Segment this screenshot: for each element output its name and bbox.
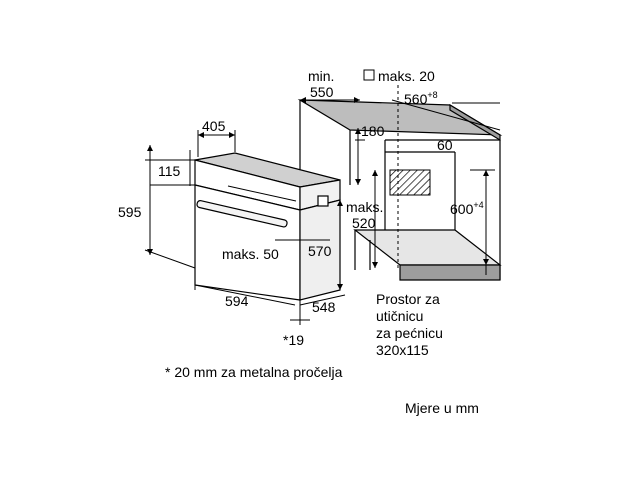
label-maks: maks.: [346, 199, 383, 215]
cabinet-outline: [297, 99, 503, 281]
label-maks-50: maks. 50: [222, 246, 279, 262]
socket-note-line: utičnicu: [376, 308, 424, 324]
oven-body: [194, 152, 341, 301]
label-520: 520: [352, 215, 376, 231]
label-595: 595: [118, 204, 142, 220]
label-405: 405: [202, 118, 226, 134]
dimension-lines: [144, 85, 501, 325]
socket-note: Prostor za utičnicu za pećnicu 320x115: [376, 291, 443, 359]
label-594: 594: [225, 293, 249, 309]
socket-space: [389, 169, 431, 196]
label-60: 60: [437, 137, 453, 153]
label-min: min.: [308, 68, 334, 84]
label-548: 548: [312, 299, 336, 315]
label-550: 550: [310, 84, 334, 100]
dimension-arrows: [147, 97, 489, 290]
label-180: 180: [361, 123, 385, 139]
control-panel-line: [227, 185, 297, 202]
label-560: 560+8: [404, 90, 438, 107]
socket-note-line: 320x115: [376, 342, 429, 358]
label-115: 115: [158, 163, 181, 179]
socket-note-line: za pećnicu: [376, 325, 443, 341]
label-maks-20: maks. 20: [378, 68, 435, 84]
label-19: *19: [283, 332, 304, 348]
footnote: * 20 mm za metalna pročelja: [165, 364, 343, 380]
square-symbol-icon: [363, 69, 375, 81]
units-note: Mjere u mm: [405, 400, 479, 416]
label-600: 600+4: [450, 200, 484, 217]
socket-note-line: Prostor za: [376, 291, 440, 307]
label-570: 570: [308, 243, 332, 259]
